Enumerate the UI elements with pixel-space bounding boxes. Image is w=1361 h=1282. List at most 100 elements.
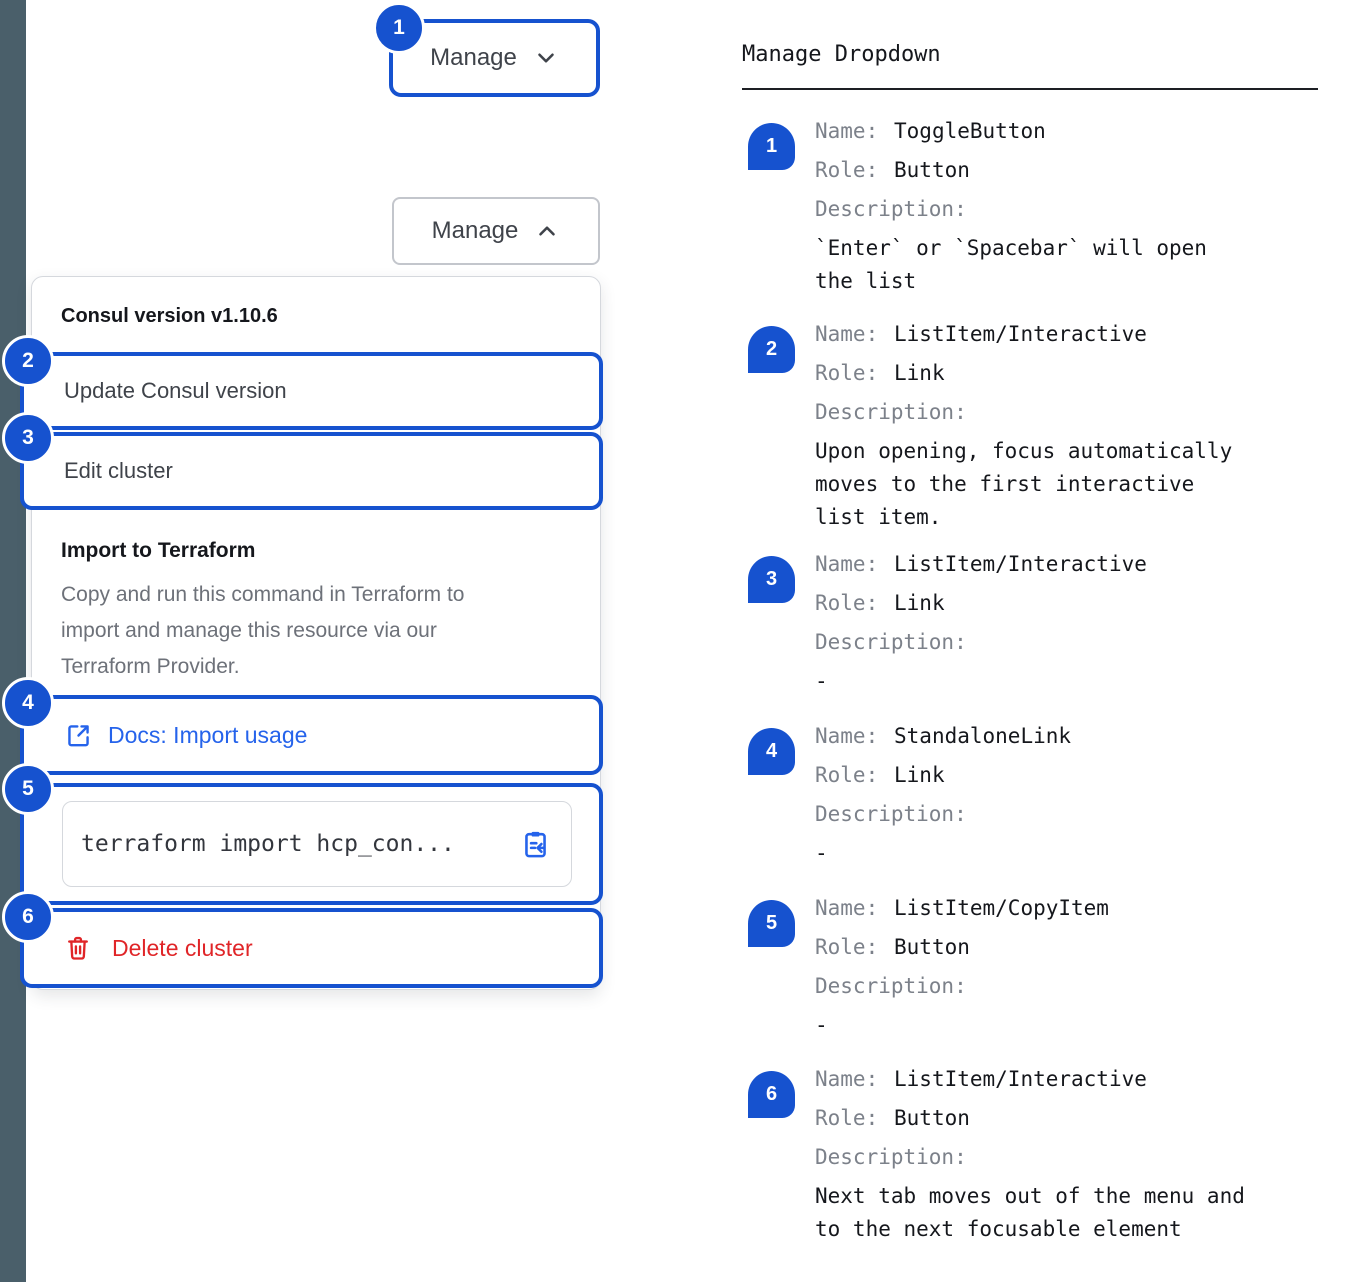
name-label: Name: xyxy=(815,896,879,920)
description-line: Description: xyxy=(815,190,1251,229)
spec-item-4: 4 Name: StandaloneLink Role: Link Descript… xyxy=(748,717,1251,870)
terraform-import-copy-item: terraform import hcp_con... xyxy=(20,783,603,905)
spec-badge-2: 2 xyxy=(748,326,795,373)
name-label: Name: xyxy=(815,1067,879,1091)
name-label: Name: xyxy=(815,724,879,748)
role-value: Link xyxy=(894,763,945,787)
annotation-badge-3: 3 xyxy=(2,412,54,464)
role-value: Button xyxy=(894,158,970,182)
annotation-badge-2: 2 xyxy=(2,335,54,387)
delete-cluster-button[interactable]: Delete cluster xyxy=(20,908,603,988)
role-line: Role:Button xyxy=(815,151,1251,190)
manage-button-label: Manage xyxy=(431,217,519,244)
name-label: Name: xyxy=(815,322,879,346)
description-value: Upon opening, focus automatically moves … xyxy=(815,439,1233,529)
name-value: ListItem/Interactive xyxy=(894,552,1147,576)
external-link-icon xyxy=(68,724,89,746)
role-label: Role: xyxy=(815,591,879,615)
spec-badge-5: 5 xyxy=(748,900,795,947)
consul-version-header: Consul version v1.10.6 xyxy=(61,305,278,327)
spec-text: Name: StandaloneLink Role: Link Descriptio… xyxy=(815,717,1251,870)
spec-item-6: 6 Name:ListItem/Interactive Role:Button … xyxy=(748,1060,1251,1246)
annotation-badge-1: 1 xyxy=(373,2,425,54)
import-to-terraform-description: Copy and run this command in Terraform t… xyxy=(61,583,465,678)
description-label: Description: xyxy=(815,974,967,998)
chevron-down-icon xyxy=(538,53,554,63)
name-line: Name: ListItem/Interactive xyxy=(815,315,1251,354)
description-line: Description: xyxy=(815,795,1251,834)
role-label: Role: xyxy=(815,361,879,385)
name-line: Name: StandaloneLink xyxy=(815,717,1251,756)
spec-item-1: 1 Name:ToggleButton Role:Button Descript… xyxy=(748,112,1251,298)
name-label: Name: xyxy=(815,119,879,143)
spec-item-3: 3 Name: ListItem/Interactive Role: Link De… xyxy=(748,545,1251,698)
name-value: ListItem/CopyItem xyxy=(894,896,1109,920)
role-label: Role: xyxy=(815,935,879,959)
chevron-up-icon xyxy=(539,226,556,236)
role-line: Role: Button xyxy=(815,1099,1251,1138)
name-line: Name: ToggleButton xyxy=(815,112,1251,151)
role-line: Role:Button xyxy=(815,928,1251,967)
spec-text: Name: ListItem/Interactive Role: Link Desc… xyxy=(815,545,1251,698)
import-to-terraform-title: Import to Terraform xyxy=(61,539,256,562)
name-value: ListItem/Interactive xyxy=(894,322,1147,346)
description-line: Description: xyxy=(815,393,1251,432)
description-line: Description: xyxy=(815,967,1251,1006)
description-value: - xyxy=(815,1013,828,1037)
name-line: Name: ListItem/Interactive xyxy=(815,1060,1251,1099)
manage-button-label: Manage xyxy=(430,44,517,71)
name-line: Name: ListItem/CopyItem xyxy=(815,889,1251,928)
spec-badge-3: 3 xyxy=(748,556,795,603)
name-value: StandaloneLink xyxy=(894,724,1072,748)
menu-item-update-consul-version[interactable]: Update Consul version xyxy=(20,352,603,430)
manage-toggle-button-expanded[interactable]: Manage xyxy=(392,197,600,265)
spec-text: Name: ToggleButton Role:Button Descriptio… xyxy=(815,112,1251,298)
name-value: ListItem/Interactive xyxy=(894,1067,1147,1091)
menu-item-label: Edit cluster xyxy=(64,458,173,483)
clipboard-copy-icon[interactable] xyxy=(520,829,551,860)
role-line: Role: Link xyxy=(815,584,1251,623)
description-line: Description: xyxy=(815,623,1251,662)
name-value: ToggleButton xyxy=(894,119,1046,143)
role-line: Role: Link xyxy=(815,756,1251,795)
spec-title-rule xyxy=(742,88,1318,90)
name-line: Name: ListItem/Interactive xyxy=(815,545,1251,584)
spec-title: Manage Dropdown xyxy=(742,42,941,67)
docs-import-usage-link[interactable]: Docs: Import usage xyxy=(20,695,603,775)
role-label: Role: xyxy=(815,763,879,787)
description-label: Description: xyxy=(815,802,967,826)
delete-cluster-label: Delete cluster xyxy=(112,934,253,961)
terraform-import-command: terraform import hcp_con... xyxy=(81,831,455,857)
menu-item-edit-cluster[interactable]: Edit cluster xyxy=(20,432,603,510)
role-value: Button xyxy=(894,1106,970,1130)
spec-text: Name: ListItem/Interactive Role: Link Desc… xyxy=(815,315,1251,534)
role-label: Role: xyxy=(815,1106,879,1130)
description-value: - xyxy=(815,841,828,865)
menu-item-label: Update Consul version xyxy=(64,378,287,403)
description-label: Description: xyxy=(815,1145,967,1169)
description-value: `Enter` or `Spacebar` will open the list xyxy=(815,236,1207,293)
spec-text: Name: ListItem/Interactive Role: Button De… xyxy=(815,1060,1251,1246)
annotation-badge-5: 5 xyxy=(2,763,54,815)
role-value: Link xyxy=(894,591,945,615)
annotation-badge-4: 4 xyxy=(2,677,54,729)
spec-item-5: 5 Name: ListItem/CopyItem Role:Button Des… xyxy=(748,889,1251,1042)
left-rail xyxy=(0,0,26,1282)
docs-link-label: Docs: Import usage xyxy=(108,721,308,748)
description-label: Description: xyxy=(815,400,967,424)
description-line: Description: xyxy=(815,1138,1251,1177)
role-line: Role: Link xyxy=(815,354,1251,393)
annotation-badge-6: 6 xyxy=(2,891,54,943)
spec-badge-4: 4 xyxy=(748,728,795,775)
terraform-import-code-field[interactable]: terraform import hcp_con... xyxy=(62,801,572,887)
trash-icon xyxy=(68,936,88,960)
role-value: Link xyxy=(894,361,945,385)
spec-item-2: 2 Name: ListItem/Interactive Role: Link De… xyxy=(748,315,1251,534)
spec-text: Name: ListItem/CopyItem Role:Button Descr… xyxy=(815,889,1251,1042)
description-label: Description: xyxy=(815,630,967,654)
name-label: Name: xyxy=(815,552,879,576)
manage-toggle-button-collapsed[interactable]: Manage xyxy=(389,19,600,97)
description-value: Next tab moves out of the menu and to th… xyxy=(815,1184,1245,1241)
description-label: Description: xyxy=(815,197,967,221)
